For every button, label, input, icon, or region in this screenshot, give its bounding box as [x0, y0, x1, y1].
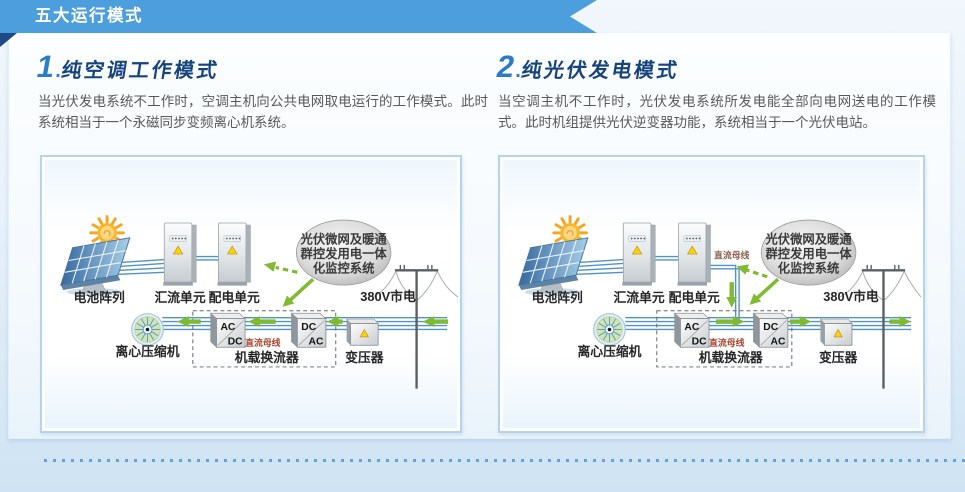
- label-dc-bus: 直流母线: [245, 337, 281, 348]
- onboard-converter-box: [192, 310, 337, 368]
- section1-number: 1: [34, 49, 58, 84]
- section1-title-text: 纯空调工作模式: [59, 60, 221, 82]
- label-distribution-unit: 配电单元: [669, 290, 720, 305]
- page-title: 五大运行模式: [35, 7, 143, 25]
- compressor-icon: [593, 313, 626, 346]
- section1-dot: .: [55, 60, 61, 82]
- svg-text:光伏微网及暖通: 光伏微网及暖通: [764, 232, 852, 247]
- section2-description: 当空调主机不工作时，光伏发电系统所发电能全部向电网送电的工作模式。此时机组提供光…: [498, 94, 936, 130]
- mode1-canvas: 光伏微网及暖通 群控发用电一体 化监控系统 AC DC DC AC: [60, 215, 459, 389]
- distribution-cabinet-icon: [217, 222, 251, 286]
- label-combiner-unit: 汇流单元: [154, 290, 205, 305]
- combiner-cabinet-icon: [163, 222, 197, 286]
- control-arrow-solid: [282, 277, 315, 307]
- combiner-cabinet-icon: [622, 222, 656, 286]
- converter-dcac-icon: DC AC: [290, 312, 327, 348]
- diagram-mode1: 光伏微网及暖通 群控发用电一体 化监控系统 AC DC DC AC: [40, 155, 462, 433]
- dotted-separator: [44, 459, 965, 462]
- monitoring-system-bubble: 光伏微网及暖通 群控发用电一体 化监控系统: [295, 219, 392, 286]
- label-grid: 380V市电: [823, 289, 879, 304]
- power-pole-icon: [839, 264, 922, 389]
- svg-text:DC: DC: [228, 336, 243, 347]
- control-arrow-dashed: [263, 261, 298, 274]
- svg-text:DC: DC: [692, 336, 707, 347]
- label-transformer: 变压器: [345, 350, 384, 365]
- solar-panel-icon: [518, 237, 589, 296]
- label-onboard-converter: 机载换流器: [699, 350, 763, 365]
- label-compressor: 离心压缩机: [116, 344, 180, 359]
- label-grid: 380V市电: [360, 289, 416, 304]
- svg-text:光伏微网及暖通: 光伏微网及暖通: [300, 232, 388, 247]
- section1-description: 当光伏发电系统不工作时，空调主机向公共电网取电运行的工作模式。此时系统相当于一个…: [38, 94, 488, 130]
- label-transformer: 变压器: [819, 350, 858, 365]
- converter-acdc-icon: AC DC: [673, 312, 710, 348]
- mode2-canvas: 光伏微网及暖通 群控发用电一体 化监控系统 AC DC DC AC: [518, 215, 922, 389]
- svg-text:AC: AC: [220, 322, 235, 333]
- ribbon-fold-corner: [0, 33, 17, 47]
- dc-bus-link: [710, 264, 740, 321]
- distribution-cabinet-icon: [677, 222, 711, 286]
- power-flow-arrows-right: [715, 282, 912, 328]
- svg-text:AC: AC: [684, 322, 699, 333]
- control-arrow-dashed: [736, 264, 768, 279]
- transformer-icon: [345, 318, 379, 346]
- section2-dot: .: [515, 60, 521, 82]
- label-onboard-converter: 机载换流器: [235, 350, 299, 365]
- label-dc-bus-top: 直流母线: [714, 250, 750, 261]
- monitoring-system-bubble: 光伏微网及暖通 群控发用电一体 化监控系统: [760, 219, 857, 286]
- svg-text:群控发用电一体: 群控发用电一体: [300, 246, 388, 261]
- svg-text:DC: DC: [763, 322, 778, 333]
- pv-feed-lines: [118, 255, 219, 275]
- control-arrow-solid: [749, 277, 780, 305]
- power-pole-icon: [372, 264, 459, 389]
- section2-number: 2: [494, 49, 518, 84]
- label-combiner-unit: 汇流单元: [613, 290, 664, 305]
- transformer-icon: [819, 318, 853, 346]
- diagram-mode2: 光伏微网及暖通 群控发用电一体 化监控系统 AC DC DC AC: [498, 155, 925, 433]
- label-dc-bus: 直流母线: [709, 337, 745, 348]
- section1-title: 1. 纯空调工作模式: [34, 49, 221, 84]
- section2-title-text: 纯光伏发电模式: [519, 60, 681, 82]
- label-distribution-unit: 配电单元: [209, 290, 260, 305]
- power-flow-arrows-left: [177, 316, 449, 328]
- onboard-converter-box: [656, 310, 793, 368]
- pv-feed-lines: [576, 255, 679, 275]
- svg-text:化监控系统: 化监控系统: [778, 260, 840, 275]
- svg-text:AC: AC: [309, 336, 324, 347]
- label-battery-array: 电池阵列: [74, 290, 125, 305]
- label-battery-array: 电池阵列: [532, 290, 583, 305]
- svg-text:群控发用电一体: 群控发用电一体: [764, 246, 852, 261]
- header-banner: 五大运行模式: [0, 0, 597, 33]
- label-compressor: 离心压缩机: [577, 344, 641, 359]
- compressor-icon: [131, 313, 164, 346]
- solar-panel-icon: [60, 237, 131, 296]
- converter-acdc-icon: AC DC: [209, 312, 246, 348]
- section2-title: 2. 纯光伏发电模式: [494, 49, 681, 84]
- converter-dcac-icon: DC AC: [752, 312, 789, 348]
- svg-text:AC: AC: [770, 336, 785, 347]
- svg-text:化监控系统: 化监控系统: [313, 260, 375, 275]
- svg-text:DC: DC: [301, 322, 316, 333]
